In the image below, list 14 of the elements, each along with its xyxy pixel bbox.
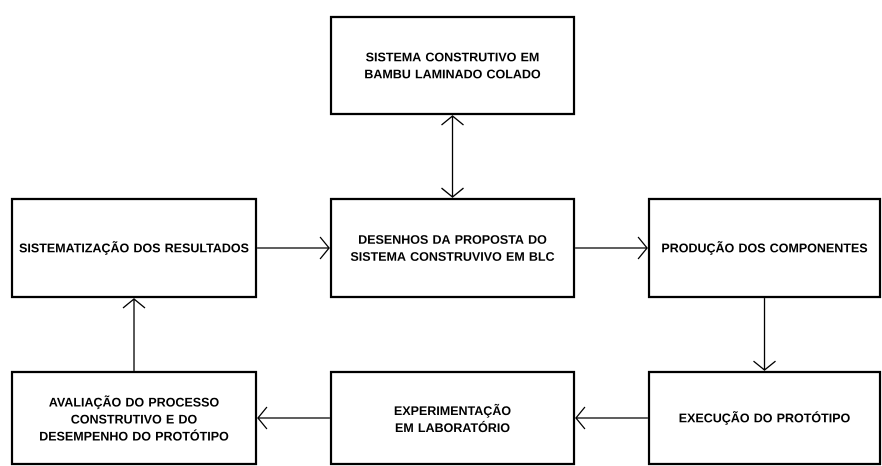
arrow [257,406,330,430]
arrow [753,298,776,371]
process-box: PRODUÇÃO DOS COMPONENTES [648,198,882,298]
arrow [441,115,464,198]
process-box: EXECUÇÃO DO PROTÓTIPO [648,370,882,466]
process-box: AVALIAÇÃO DO PROCESSO CONSTRUTIVO E DO DESEMPENHO DO PROTÓTIPO [10,370,258,466]
process-box: DESENHOS DA PROPOSTA DO SISTEMA CONSTRUVIVO EM BLC [330,198,576,298]
process-box: SISTEMATIZAÇÃO DOS RESULTADOS [10,198,258,298]
arrow [257,236,330,260]
arrow [575,236,648,260]
arrow [575,406,648,430]
process-box: EXPERIMENTAÇÃO EM LABORATÓRIO [330,370,576,466]
arrow [122,298,146,371]
process-box: SISTEMA CONSTRUTIVO EM BAMBU LAMINADO COLADO [330,16,576,116]
